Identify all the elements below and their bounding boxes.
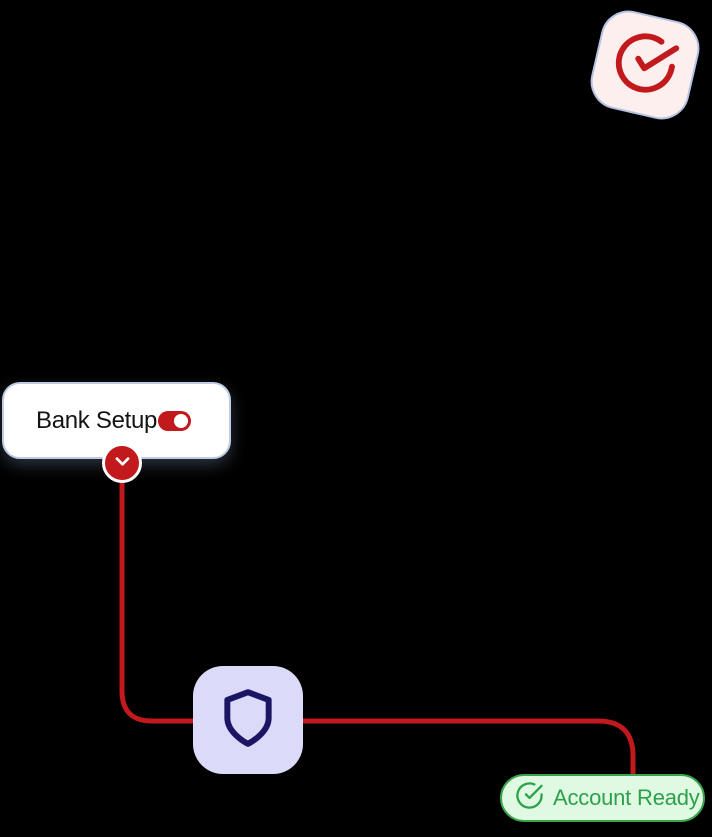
account-ready-badge: Account Ready [500, 774, 705, 822]
bank-setup-label: Bank Setup [36, 406, 158, 434]
toggle-knob [174, 413, 188, 428]
check-circle-icon [515, 781, 544, 815]
verified-badge [585, 5, 705, 125]
account-ready-label: Account Ready [553, 785, 700, 810]
expand-chevron-button[interactable] [102, 443, 142, 483]
bank-setup-toggle[interactable] [158, 410, 191, 431]
security-node [193, 666, 303, 774]
check-circle-icon [606, 24, 684, 106]
chevron-down-icon [113, 450, 132, 476]
bank-setup-card: Bank Setup [2, 382, 231, 459]
shield-icon [217, 685, 279, 756]
